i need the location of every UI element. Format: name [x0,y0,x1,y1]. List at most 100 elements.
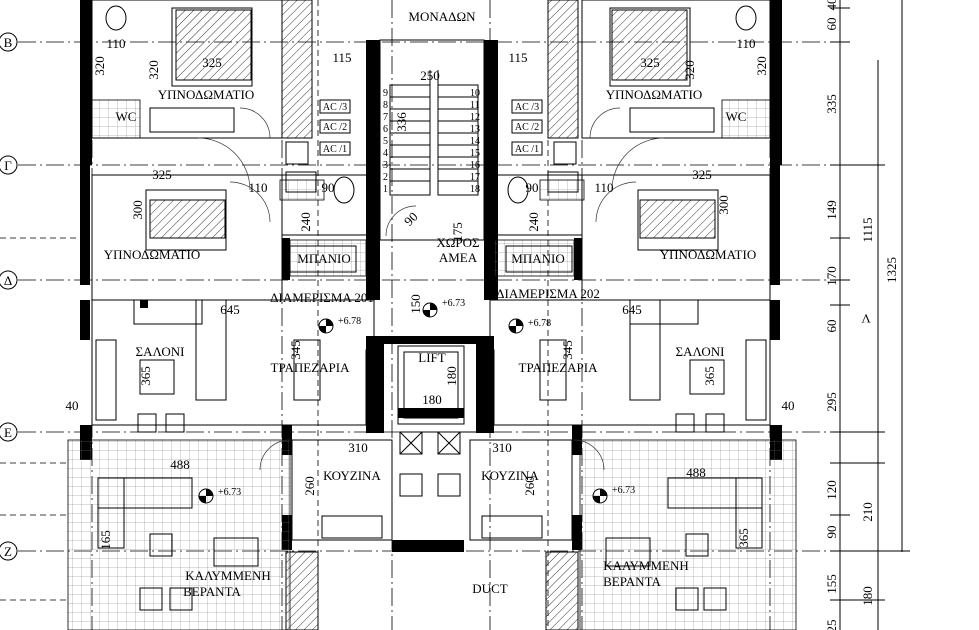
veranda-left-label-2: ΒΕΡΑΝΤΑ [183,584,241,599]
svg-text:60: 60 [824,18,839,31]
svg-text:250: 250 [420,68,440,83]
svg-text:365: 365 [736,528,751,548]
svg-text:155: 155 [824,574,839,594]
level-5: +6.73 [612,485,635,496]
stair-runs [389,70,479,196]
salon-right-label: ΣΑΛΟΝΙ [676,344,725,359]
level-2: +6.78 [338,316,361,327]
veranda-right-label-1: ΚΑΛΥΜΜΕΝΗ [603,558,688,573]
axis-label-d: Δ [4,273,12,288]
ac-right-3: AC /3 [515,102,539,113]
svg-text:180: 180 [444,366,459,386]
svg-text:90: 90 [322,180,335,195]
level-4: +6.73 [218,487,241,498]
axis-bubbles: B Γ Δ E Z [0,32,18,561]
svg-text:310: 310 [492,440,512,455]
ac-left-3: AC /3 [323,102,347,113]
svg-text:17: 17 [470,172,480,183]
svg-text:180: 180 [860,586,875,606]
amea-label-1: ΧΩΡΟΣ [436,235,479,250]
svg-text:345: 345 [560,340,575,360]
svg-text:40: 40 [824,0,839,11]
svg-text:295: 295 [824,392,839,412]
bedroom-mid-left-label: ΥΠΝΟΔΩΜΑΤΙΟ [104,247,200,262]
bath-right-label: ΜΠΑΝΙΟ [511,251,564,266]
lift-label: LIFT [418,350,446,365]
bedroom-top-right-label: ΥΠΝΟΔΩΜΑΤΙΟ [606,87,702,102]
svg-text:115: 115 [508,50,527,65]
svg-text:345: 345 [288,340,303,360]
svg-text:325: 325 [152,167,172,182]
veranda-left-label-1: ΚΑΛΥΜΜΕΝΗ [185,568,270,583]
dimension-texts: 110 110 110 110 325 325 325 325 115 115 … [66,36,795,550]
bedroom-mid-right-label: ΥΠΝΟΔΩΜΑΤΙΟ [660,247,756,262]
svg-text:12: 12 [470,112,480,123]
svg-text:645: 645 [220,302,240,317]
svg-text:6: 6 [383,124,388,135]
svg-text:14: 14 [470,136,480,147]
svg-text:2: 2 [383,172,388,183]
svg-text:110: 110 [736,36,755,51]
dining-right-label: ΤΡΑΠΕΖΑΡΙΑ [519,360,599,375]
apartment-202-label: ΔΙΑΜΕΡΙΣΜΑ 202 [496,286,600,301]
svg-text:365: 365 [138,366,153,386]
svg-text:1: 1 [383,184,388,195]
svg-text:260: 260 [522,476,537,496]
svg-text:320: 320 [92,56,107,76]
kitchen-right-label: ΚΟΥΖΙΝΑ [481,468,539,483]
svg-text:335: 335 [824,94,839,114]
svg-text:325: 325 [202,55,222,70]
svg-text:175: 175 [450,222,465,242]
door-swings [197,107,665,471]
right-dimension-texts: 60 40 335 149 170 60 295 120 90 155 25 2… [824,0,899,630]
svg-text:3: 3 [383,160,388,171]
svg-text:300: 300 [716,195,731,215]
veranda-right-label-2: ΒΕΡΑΝΤΑ [603,574,661,589]
svg-text:645: 645 [622,302,642,317]
axis-label-e: E [4,425,12,440]
furniture [95,5,767,611]
stair-numbers: 9 8 7 6 5 4 3 2 1 10 11 12 13 14 15 16 1… [383,88,480,195]
dining-left-label: ΤΡΑΠΕΖΑΡΙΑ [271,360,351,375]
svg-text:165: 165 [98,530,113,550]
units-label: ΜΟΝΑΔΩΝ [408,9,476,24]
svg-text:7: 7 [383,112,388,123]
svg-text:90: 90 [401,209,421,229]
svg-text:40: 40 [782,398,795,413]
ac-left-1: AC /1 [323,144,347,155]
svg-text:240: 240 [526,212,541,232]
svg-text:60: 60 [824,320,839,333]
svg-text:90: 90 [824,526,839,539]
level-1: +6.73 [442,298,465,309]
svg-text:11: 11 [470,100,480,111]
svg-text:V: V [861,311,871,326]
svg-text:16: 16 [470,160,480,171]
svg-text:240: 240 [298,212,313,232]
svg-text:488: 488 [170,457,190,472]
svg-text:150: 150 [408,294,423,314]
svg-text:18: 18 [470,184,480,195]
svg-text:170: 170 [824,266,839,286]
level-markers [198,302,608,504]
svg-text:300: 300 [130,200,145,220]
room-labels: ΥΠΝΟΔΩΜΑΤΙΟ ΥΠΝΟΔΩΜΑΤΙΟ ΥΠΝΟΔΩΜΑΤΙΟ ΥΠΝΟ… [104,9,756,599]
svg-text:365: 365 [702,366,717,386]
svg-text:320: 320 [146,60,161,80]
svg-text:115: 115 [332,50,351,65]
amea-label-2: ΑΜΕΑ [439,250,478,265]
svg-text:1115: 1115 [860,217,875,242]
svg-text:1325: 1325 [884,257,899,283]
ac-right-2: AC /2 [515,122,539,133]
wc-left-label: WC [116,109,137,124]
svg-text:310: 310 [348,440,368,455]
kitchen-left-label: ΚΟΥΖΙΝΑ [323,468,381,483]
level-3: +6.78 [528,318,551,329]
svg-text:180: 180 [422,392,442,407]
svg-text:5: 5 [383,136,388,147]
svg-text:40: 40 [66,398,79,413]
svg-text:15: 15 [470,148,480,159]
svg-text:320: 320 [754,56,769,76]
svg-text:325: 325 [692,167,712,182]
level-texts: +6.73 +6.78 +6.78 +6.73 +6.73 [218,298,635,498]
